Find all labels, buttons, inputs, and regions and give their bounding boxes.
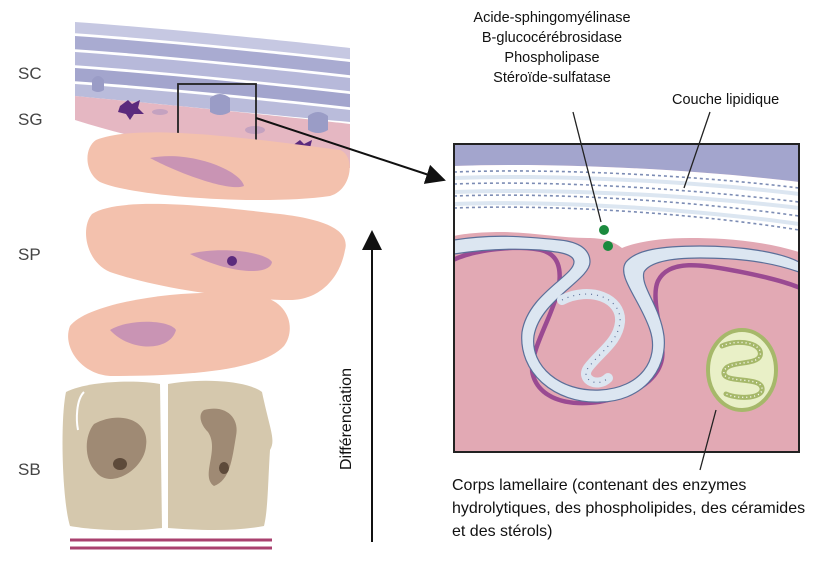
spinous-layer (68, 132, 350, 376)
label-sc: SC (18, 64, 42, 84)
enzyme-label-4: Stéroïde-sulfatase (452, 68, 652, 88)
differentiation-label: Différenciation (338, 368, 356, 470)
enzyme-label-3: Phospholipase (452, 48, 652, 68)
enzyme-label-2: B-glucocérébrosidase (452, 28, 652, 48)
label-sp: SP (18, 245, 41, 265)
enzyme-dot (599, 225, 609, 235)
lamellar-body-label: Corps lamellaire (contenant des enzymes … (452, 474, 812, 543)
label-sg: SG (18, 110, 43, 130)
lipid-layer-label: Couche lipidique (672, 92, 779, 108)
enzyme-label-1: Acide-sphingomyélinase (452, 8, 652, 28)
zoom-panel (454, 144, 799, 452)
lamellar-body (708, 330, 776, 410)
basal-layer (63, 381, 273, 548)
label-sb: SB (18, 460, 41, 480)
enzyme-dot (603, 241, 613, 251)
